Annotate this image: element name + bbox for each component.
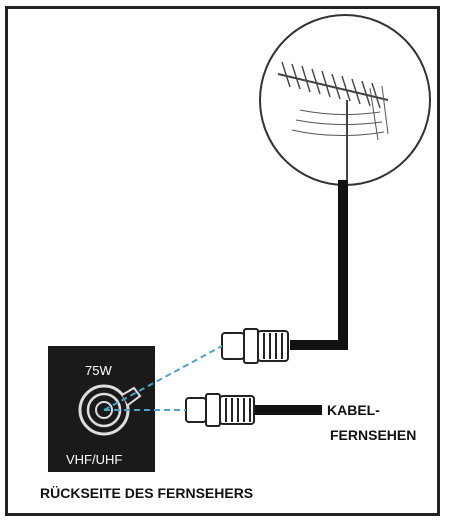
antenna-circle bbox=[259, 14, 431, 186]
antenna-reflector bbox=[291, 85, 389, 141]
antenna-plug bbox=[221, 328, 289, 364]
connector-type-label: VHF/UHF bbox=[66, 452, 123, 467]
antenna-cable bbox=[290, 180, 348, 350]
cable-tv-label-line2: FERNSEHEN bbox=[330, 427, 417, 443]
back-panel-caption: RÜCKSEITE DES FERNSEHERS bbox=[40, 485, 254, 501]
antenna-guide-line bbox=[103, 345, 223, 411]
antenna-elements bbox=[281, 61, 381, 109]
impedance-label: 75W bbox=[85, 363, 112, 378]
cable-tv-label-line1: KABEL- bbox=[327, 402, 380, 418]
antenna-illustration bbox=[259, 14, 431, 186]
cable-tv-plug bbox=[185, 393, 255, 427]
connection-guides bbox=[103, 345, 223, 411]
diagram-frame bbox=[5, 6, 440, 516]
